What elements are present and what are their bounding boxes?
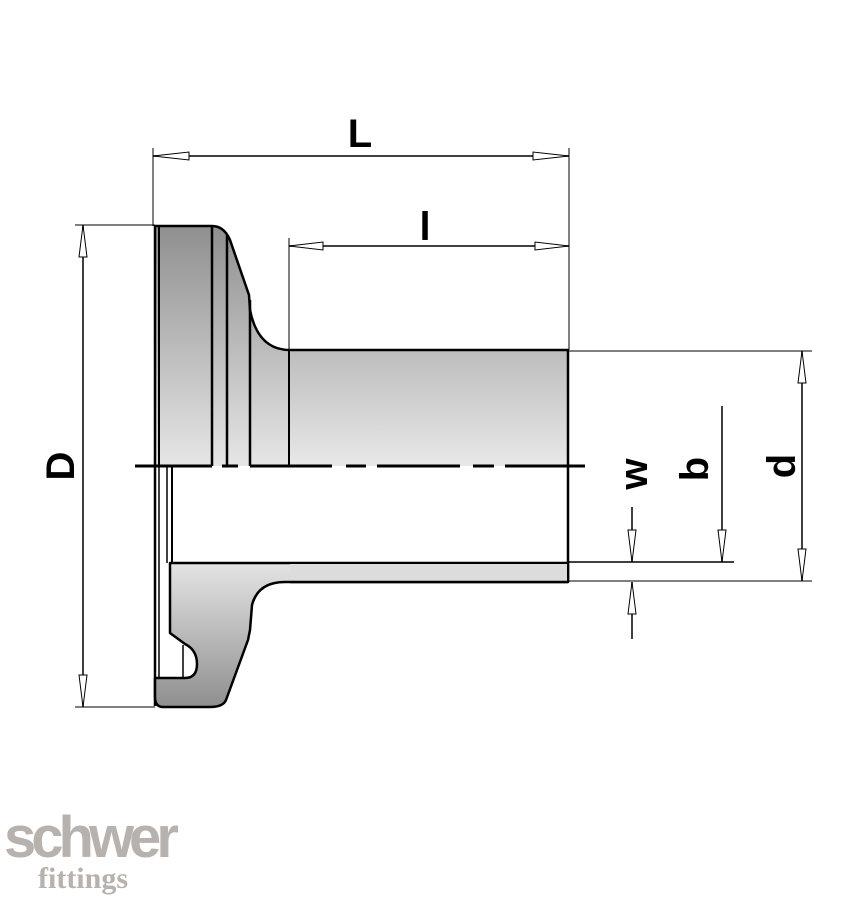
label-w: w bbox=[612, 458, 656, 491]
label-D: D bbox=[39, 452, 83, 481]
dimension-L: L bbox=[152, 112, 570, 350]
dimension-b: b bbox=[568, 406, 734, 563]
dimension-w: w bbox=[612, 458, 656, 639]
dimension-D: D bbox=[39, 224, 155, 708]
label-d: d bbox=[760, 454, 804, 478]
logo-sub: fittings bbox=[38, 862, 128, 895]
label-L: L bbox=[348, 112, 372, 156]
label-b: b bbox=[673, 457, 717, 481]
schwer-fittings-logo: schwer fittings bbox=[4, 805, 179, 895]
dimension-d: d bbox=[568, 350, 812, 582]
upper-section bbox=[153, 224, 570, 466]
lower-section bbox=[153, 466, 570, 709]
dimension-l: l bbox=[288, 205, 570, 350]
label-l: l bbox=[419, 205, 430, 249]
logo-brand: schwer bbox=[4, 805, 179, 870]
